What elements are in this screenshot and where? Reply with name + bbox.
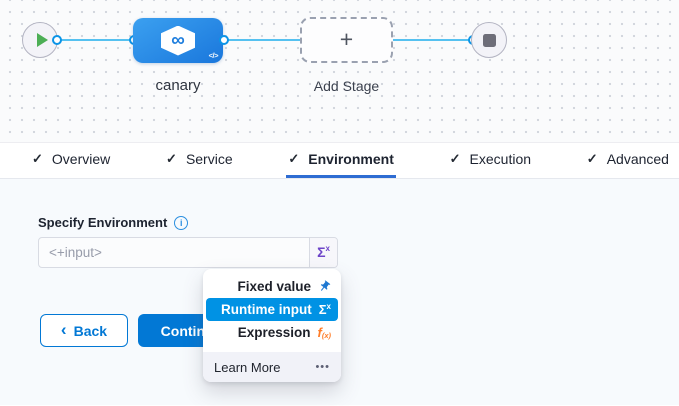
pin-icon — [318, 280, 331, 293]
connector-line — [223, 39, 301, 41]
check-icon: ✓ — [449, 151, 461, 166]
dropdown-footer: Learn More ••• — [203, 352, 341, 382]
code-icon: </> — [208, 51, 219, 60]
fx-subscript: (x) — [321, 330, 331, 340]
tab-advanced[interactable]: ✓ Advanced — [585, 143, 671, 178]
pipeline-end-node — [471, 22, 507, 58]
environment-input-group: Σx — [38, 237, 338, 268]
sigma-superscript: x — [326, 302, 331, 311]
chevron-left-icon: ‹ — [60, 319, 67, 339]
menu-item-label: Runtime input — [220, 302, 312, 317]
learn-more-link[interactable]: Learn More — [214, 359, 281, 375]
check-icon: ✓ — [166, 151, 177, 166]
tab-environment[interactable]: ✓ Environment — [286, 143, 396, 178]
pipeline-canvas[interactable]: ∞ </> canary + Add Stage — [0, 0, 679, 143]
info-icon[interactable]: i — [174, 215, 189, 230]
add-stage-label: Add Stage — [313, 78, 380, 94]
check-icon: ✓ — [288, 151, 300, 166]
stage-label: canary — [155, 77, 201, 94]
tab-label: Service — [185, 151, 233, 167]
connector-line — [57, 39, 135, 41]
menu-item-expression[interactable]: Expression f(x) — [206, 321, 338, 344]
tab-label: Execution — [469, 151, 532, 167]
sigma-glyph: Σ — [318, 302, 327, 317]
tab-label: Advanced — [606, 151, 669, 167]
fx-icon: f(x) — [317, 325, 331, 340]
tab-label: Environment — [308, 151, 394, 167]
check-icon: ✓ — [586, 151, 598, 166]
add-stage-button[interactable]: + — [300, 17, 393, 63]
menu-item-fixed-value[interactable]: Fixed value — [206, 275, 338, 298]
environment-panel: Specify Environment i Σx ‹ Back Continue… — [0, 179, 679, 405]
stage-node-canary[interactable]: ∞ </> — [133, 18, 223, 63]
sigma-icon: Σ — [317, 244, 326, 260]
back-label: Back — [73, 322, 108, 339]
tab-overview[interactable]: ✓ Overview — [30, 143, 112, 178]
stage-tabs: ✓ Overview ✓ Service ✓ Environment ✓ Exe… — [0, 143, 679, 179]
menu-item-label: Fixed value — [237, 279, 311, 294]
fx-glyph: f — [317, 325, 322, 340]
field-label: Specify Environment — [38, 215, 168, 230]
sigma-superscript: x — [325, 244, 330, 253]
stop-icon — [482, 33, 496, 47]
check-icon: ✓ — [32, 151, 43, 166]
connector-port — [219, 35, 229, 45]
menu-item-label: Expression — [237, 325, 311, 340]
tab-service[interactable]: ✓ Service — [164, 143, 235, 178]
tab-execution[interactable]: ✓ Execution — [448, 143, 533, 178]
cd-stage-icon: ∞ — [161, 25, 195, 56]
connector-port — [52, 35, 62, 45]
play-icon — [36, 33, 48, 47]
more-options-icon[interactable]: ••• — [315, 361, 330, 373]
field-label-row: Specify Environment i — [38, 215, 189, 230]
environment-input[interactable] — [39, 238, 309, 267]
tab-label: Overview — [51, 151, 111, 167]
infinity-glyph: ∞ — [171, 30, 185, 51]
connector-line — [392, 39, 473, 41]
back-button[interactable]: ‹ Back — [40, 314, 128, 347]
plus-icon: + — [339, 25, 354, 52]
